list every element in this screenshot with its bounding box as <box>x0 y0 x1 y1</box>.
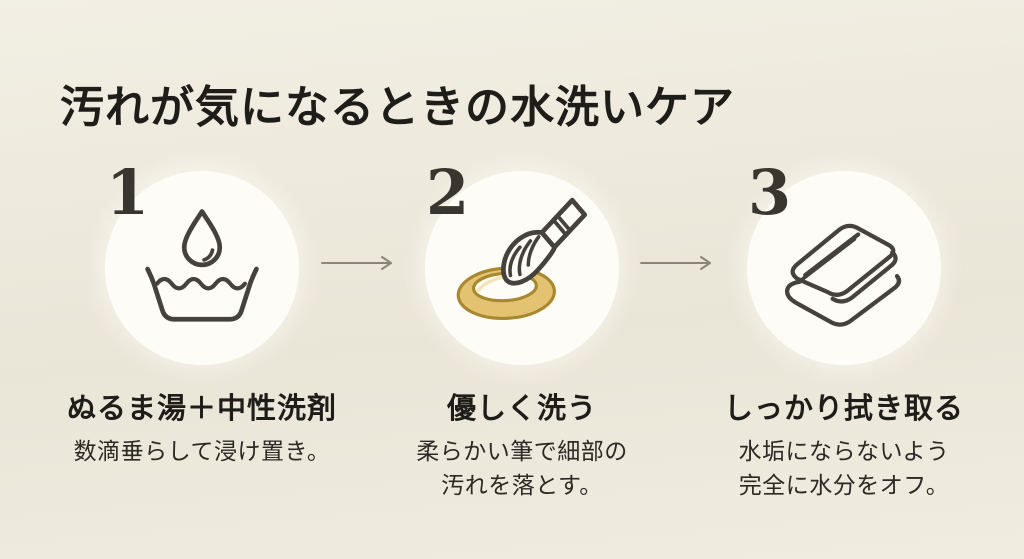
step-2-desc-line-2: 汚れを落とす。 <box>441 473 603 499</box>
step-2-description: 柔らかい筆で細部の 汚れを落とす。 <box>360 435 684 503</box>
page-title: 汚れが気になるときの水洗いケア <box>60 82 735 134</box>
step-2-number: 2 <box>426 156 470 229</box>
step-3-wipe-dry: 3 しっかり拭き取る 水垢にならないよう 完全に水分をオフ。 <box>682 156 1006 503</box>
step-2-desc-line-1: 柔らかい筆で細部の <box>416 439 628 465</box>
water-drop-basin-icon <box>145 209 259 322</box>
step-2-title: 優しく洗う <box>446 391 597 425</box>
step-1-circle <box>105 171 299 365</box>
step-1-number: 1 <box>106 156 150 229</box>
step-1-wash-soak: 1 ぬるま湯＋中性洗剤 数滴垂らして浸け置き。 <box>40 156 364 469</box>
step-1-description: 数滴垂らして浸け置き。 <box>40 435 364 469</box>
step-3-title: しっかり拭き取る <box>723 391 964 425</box>
step-3-circle <box>747 171 941 365</box>
step-3-description: 水垢にならないよう 完全に水分をオフ。 <box>682 435 1006 503</box>
step-1-desc-line-1: 数滴垂らして浸け置き。 <box>73 439 331 465</box>
step-1-title: ぬるま湯＋中性洗剤 <box>66 391 337 425</box>
arrow-right-icon <box>640 256 711 270</box>
step-3-number: 3 <box>748 156 792 229</box>
step-2-circle <box>425 171 619 365</box>
brush-ring-icon <box>456 197 588 321</box>
step-3-desc-line-1: 水垢にならないよう <box>738 439 950 465</box>
arrow-right-icon <box>321 256 392 270</box>
step-2-gentle-wash: 2 優しく洗う 柔らかい筆で細部の 汚れを落とす。 <box>360 156 684 503</box>
step-3-desc-line-2: 完全に水分をオフ。 <box>738 473 950 499</box>
folded-towel-icon <box>784 223 902 327</box>
